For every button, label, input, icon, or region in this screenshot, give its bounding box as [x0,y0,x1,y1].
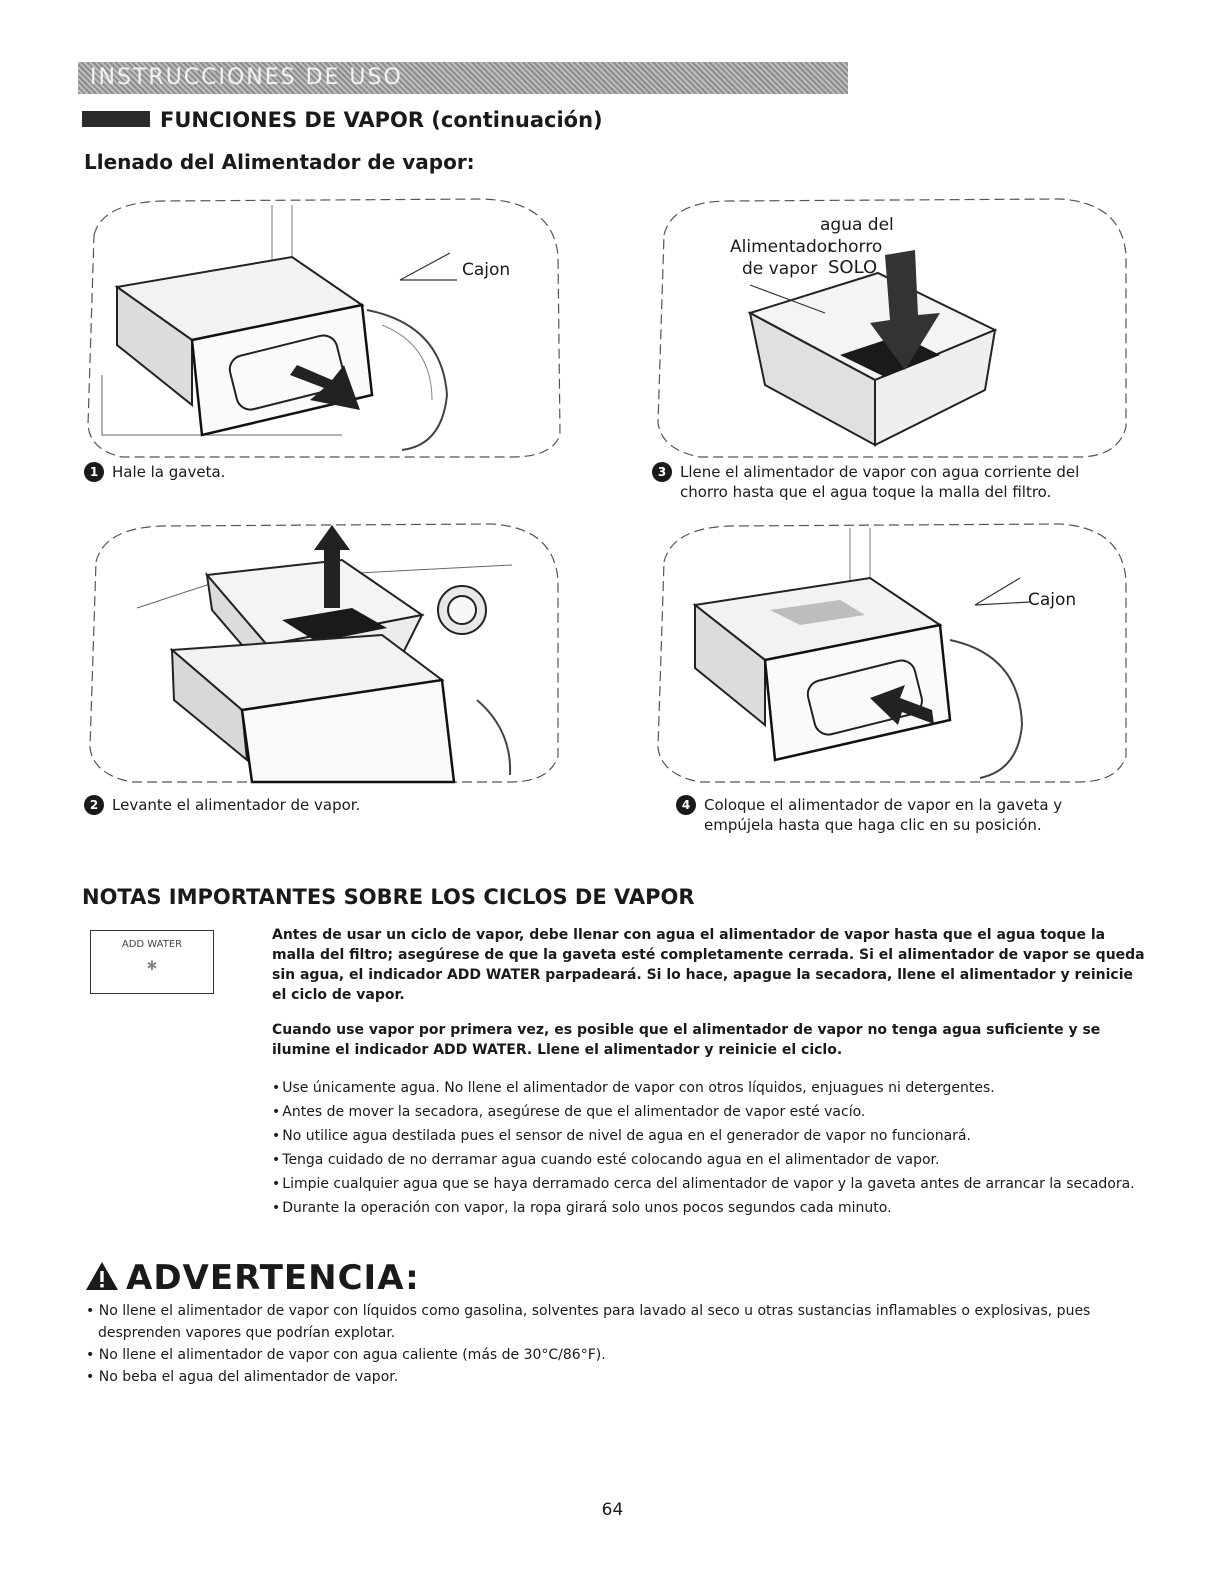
figure-4-insert-feeder: Cajon [650,520,1130,785]
notes-paragraph-2: Cuando use vapor por primera vez, es pos… [272,1022,1101,1058]
notes-bullet-list: Use únicamente agua. No llene el aliment… [272,1076,1152,1220]
warning-title-text: ADVERTENCIA: [126,1258,420,1298]
notes-paragraph-1: Antes de usar un ciclo de vapor, debe ll… [272,927,1145,1003]
list-item: No beba el agua del alimentador de vapor… [86,1366,1146,1388]
list-item: No utilice agua destilada pues el sensor… [272,1124,1152,1148]
step-4-text: Coloque el alimentador de vapor en la ga… [704,796,1063,834]
drawer-pull-illustration [87,198,561,458]
warning-list: No llene el alimentador de vapor con líq… [86,1300,1146,1388]
add-water-label: ADD WATER [121,939,183,950]
notes-title: NOTAS IMPORTANTES SOBRE LOS CICLOS DE VA… [82,885,695,909]
indicator-light-icon: ✱ [146,959,158,974]
step-1-caption: 1 Hale la gaveta. [84,462,544,482]
list-item: Tenga cuidado de no derramar agua cuando… [272,1148,1152,1172]
step-1-number: 1 [84,462,104,482]
step-4-number: 4 [676,795,696,815]
figure-1-pull-drawer: Cajon [82,195,562,460]
step-3-caption: 3 Llene el alimentador de vapor con agua … [652,462,1122,502]
warning-title: ADVERTENCIA: [84,1258,420,1298]
page-number: 64 [601,1500,624,1520]
label-only: SOLO [828,257,878,278]
list-item: Antes de mover la secadora, asegúrese de… [272,1100,1152,1124]
section-title: FUNCIONES DE VAPOR (continuación) [82,108,603,132]
list-item: Limpie cualquier agua que se haya derram… [272,1172,1152,1196]
step-4-caption: 4 Coloque el alimentador de vapor en la g… [676,795,1136,835]
list-item: Durante la operación con vapor, la ropa … [272,1196,1152,1220]
feeder-insert-illustration [657,523,1127,783]
step-3-text: Llene el alimentador de vapor con agua c… [680,463,1080,501]
step-3-number: 3 [652,462,672,482]
step-2-caption: 2 Levante el alimentador de vapor. [84,795,544,815]
label-drawer-4: Cajon [1028,590,1077,610]
list-item: Use únicamente agua. No llene el aliment… [272,1076,1152,1100]
step-1-text: Hale la gaveta. [112,463,226,481]
feeder-lift-illustration [89,523,559,784]
section-title-text: FUNCIONES DE VAPOR (continuación) [160,108,603,132]
label-tap-2: chorro [828,237,883,257]
step-2-number: 2 [84,795,104,815]
label-feeder-1: Alimentador [730,237,835,257]
label-feeder-2: de vapor [742,259,818,279]
list-item: No llene el alimentador de vapor con líq… [86,1300,1146,1344]
subtitle: Llenado del Alimentador de vapor: [84,150,475,174]
add-water-indicator: ADD WATER ✱ [90,930,214,994]
list-item: No llene el alimentador de vapor con agu… [86,1344,1146,1366]
figure-3-fill-feeder: Alimentador de vapor agua del chorro SOL… [650,195,1130,460]
label-drawer: Cajon [462,260,511,280]
figure-2-lift-feeder [82,520,562,785]
title-marker [82,111,150,127]
section-banner: INSTRUCCIONES DE USO [78,62,848,94]
label-tap-1: agua del [820,215,894,235]
feeder-fill-illustration [657,198,1127,458]
warning-triangle-icon [86,1262,118,1290]
step-2-text: Levante el alimentador de vapor. [112,796,361,814]
